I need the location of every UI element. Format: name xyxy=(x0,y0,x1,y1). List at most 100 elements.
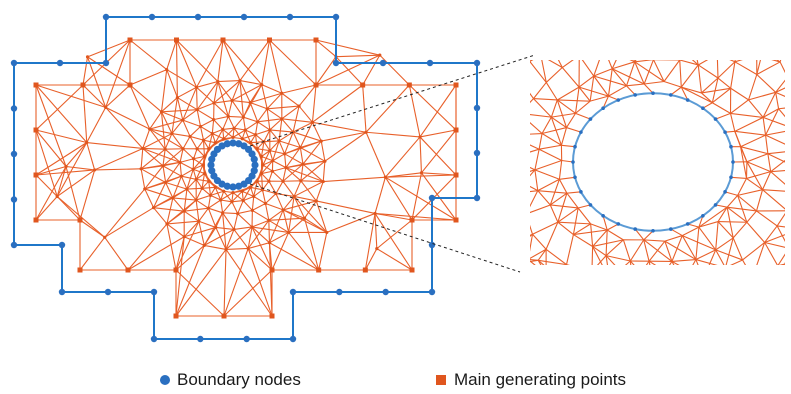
inset-mesh-edge xyxy=(566,113,576,128)
mesh-edge xyxy=(104,207,154,238)
inset-mesh-edge xyxy=(534,169,560,180)
inset-hole-node xyxy=(713,203,718,207)
mesh-edge xyxy=(198,221,205,246)
boundary-node xyxy=(473,149,481,157)
mesh-edge xyxy=(324,131,367,162)
mesh-edge xyxy=(213,115,229,121)
mesh-edge xyxy=(172,197,185,212)
mesh-edge xyxy=(242,190,254,197)
inset-mesh-edge xyxy=(762,116,785,126)
inset-mesh-edge xyxy=(552,47,579,56)
mesh-edge xyxy=(285,147,301,168)
mesh-edge xyxy=(180,175,188,190)
mesh-edge xyxy=(231,201,239,214)
inset-mesh-edge xyxy=(788,77,791,82)
inset-mesh-edge xyxy=(681,86,713,104)
inset-mesh-edge xyxy=(605,255,631,262)
mesh-point xyxy=(274,191,278,196)
inset-mesh-edge xyxy=(530,61,547,83)
inset-hole-node xyxy=(633,227,637,231)
mesh-edge xyxy=(56,196,106,238)
inset-mesh-edge xyxy=(634,60,637,63)
inset-mesh-edge xyxy=(545,248,567,265)
inset-mesh-edge xyxy=(541,133,562,146)
inset-mesh-edge xyxy=(545,82,558,101)
boundary-node xyxy=(150,335,158,343)
inset-mesh-edge xyxy=(509,135,513,177)
inset-mesh-edge xyxy=(605,255,609,265)
inset-mesh-edge xyxy=(530,148,540,153)
inset-mesh-edge xyxy=(578,86,591,102)
inset-mesh-edge xyxy=(730,112,764,118)
mesh-edge xyxy=(208,207,223,214)
inset-mesh-edge xyxy=(681,86,702,94)
mesh-edge xyxy=(419,84,457,138)
mesh-edge xyxy=(292,105,300,133)
mesh-edge xyxy=(283,200,317,211)
inset-mesh-edge xyxy=(727,206,757,212)
mesh-edge xyxy=(335,56,364,86)
inset-mesh-edge xyxy=(703,268,725,279)
inset-mesh-edge xyxy=(530,169,536,172)
mesh-point xyxy=(208,193,213,198)
inset-mesh-edge xyxy=(532,233,547,250)
mesh-edge xyxy=(201,187,211,196)
mesh-edge xyxy=(171,133,184,150)
mesh-point xyxy=(240,137,244,141)
mesh-edge xyxy=(161,109,198,113)
mesh-edge xyxy=(315,39,380,56)
mesh-edge xyxy=(195,194,211,201)
mesh-edge xyxy=(261,173,270,182)
mesh-edge xyxy=(104,188,146,238)
inset-mesh-edge xyxy=(626,39,649,41)
mesh-edge xyxy=(285,160,325,169)
inset-mesh-edge xyxy=(625,61,636,87)
mesh-edge xyxy=(35,84,67,167)
inset-hole-node xyxy=(731,160,735,164)
inset-mesh-edge xyxy=(757,50,763,55)
mesh-edge xyxy=(35,129,87,144)
generating-point xyxy=(127,82,133,88)
inset-mesh-edge xyxy=(530,234,534,252)
inset-mesh-edge xyxy=(696,60,699,66)
mesh-edge xyxy=(278,140,286,155)
inset-mesh-edge xyxy=(629,60,635,63)
inset-mesh-edge xyxy=(566,264,571,265)
mesh-edge xyxy=(105,107,144,149)
generating-point xyxy=(80,82,86,88)
inset-mesh-edge xyxy=(717,221,734,239)
mesh-point xyxy=(226,114,230,119)
inset-spoke xyxy=(602,215,608,231)
mesh-point xyxy=(267,218,271,222)
mesh-point xyxy=(260,82,264,87)
mesh-edge xyxy=(142,133,173,149)
boundary-node xyxy=(10,196,18,203)
mesh-edge xyxy=(212,133,224,140)
mesh-edge xyxy=(239,80,251,103)
inset-spoke xyxy=(670,228,683,237)
mesh-edge xyxy=(182,148,194,160)
inset-mesh-edge xyxy=(716,60,719,79)
boundary-node xyxy=(332,13,340,21)
mesh-edge xyxy=(186,188,197,201)
generating-point xyxy=(77,217,83,223)
mesh-edge xyxy=(231,100,251,104)
inset-hole-node xyxy=(685,222,690,226)
mesh-edge xyxy=(323,176,386,183)
inset-mesh-edge xyxy=(537,248,547,261)
inset-mesh-edge xyxy=(612,61,635,70)
mesh-edge xyxy=(210,194,221,201)
mesh-edge xyxy=(250,92,282,104)
generating-point xyxy=(33,127,39,133)
boundary-node xyxy=(289,288,297,296)
mesh-edge xyxy=(129,69,167,86)
mesh-edge xyxy=(127,223,168,271)
inset-mesh-edge xyxy=(577,207,592,225)
mesh-edge xyxy=(160,111,166,150)
inset-mesh-edge xyxy=(763,49,784,50)
inset-mesh-edge xyxy=(590,223,608,231)
mesh-edge xyxy=(365,84,410,133)
generating-point xyxy=(127,37,133,43)
inset-mesh-edge xyxy=(746,177,763,191)
mesh-edge xyxy=(264,203,270,221)
